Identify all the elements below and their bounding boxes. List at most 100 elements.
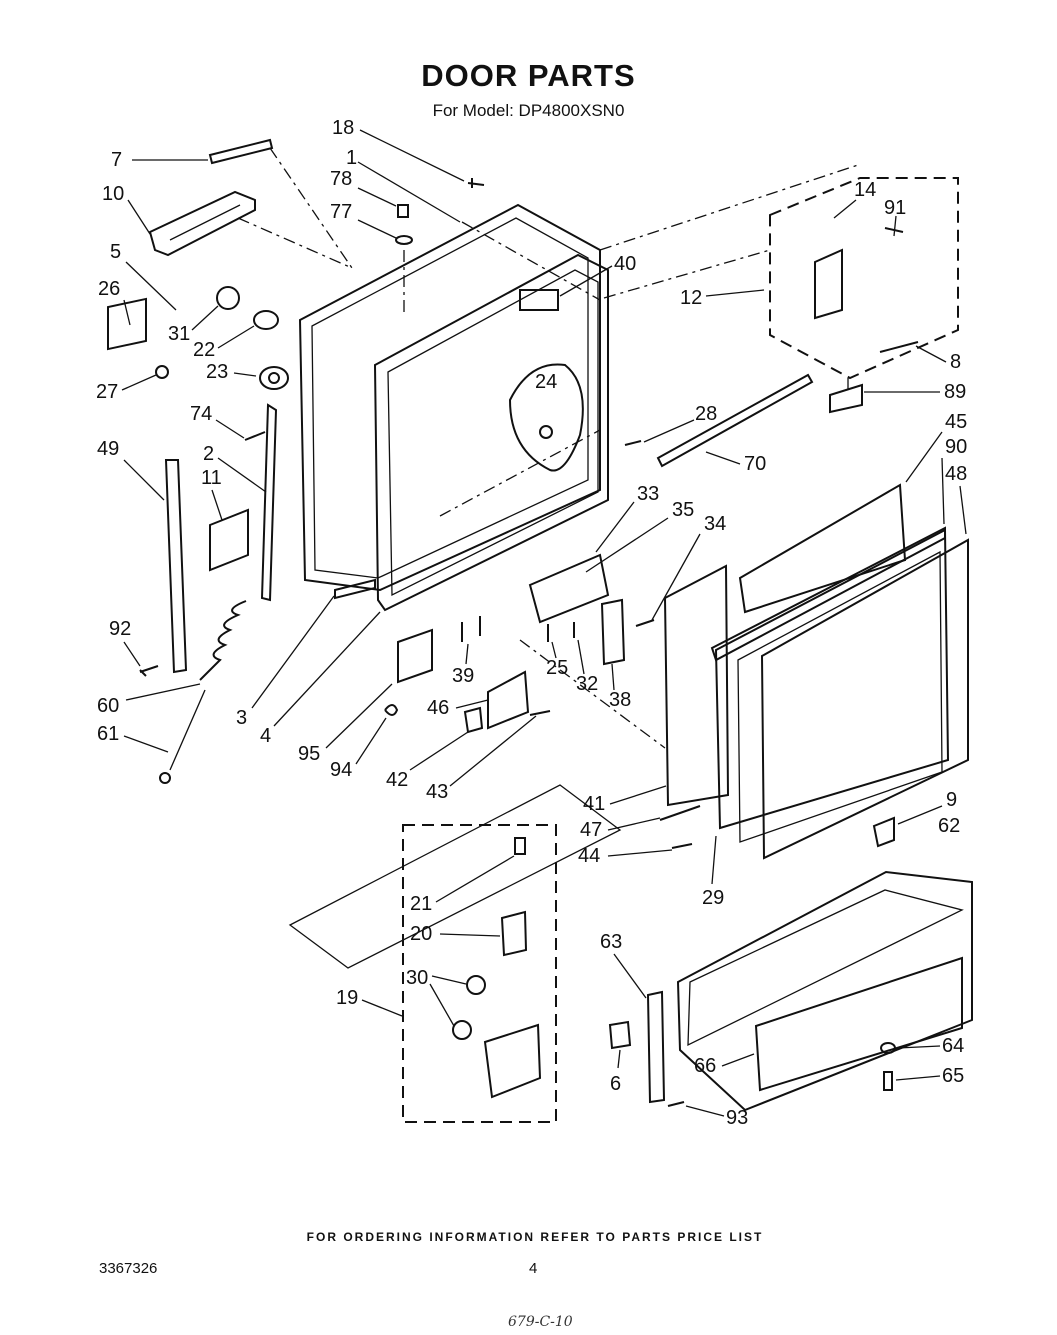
callout-20: 20 — [410, 923, 432, 945]
callout-14: 14 — [854, 179, 876, 201]
part-39-pins — [461, 616, 481, 642]
callout-28: 28 — [695, 403, 717, 425]
callout-40: 40 — [614, 253, 636, 275]
part-11-plate — [209, 508, 249, 572]
part-66-kickplate — [676, 870, 973, 1112]
callout-18: 18 — [332, 117, 354, 139]
part-26-bracket — [107, 297, 147, 351]
callout-64: 64 — [942, 1035, 964, 1057]
callout-7: 7 — [111, 149, 122, 171]
part-21-screw — [514, 837, 526, 855]
part-24-label — [508, 363, 584, 472]
part-19-hinge — [483, 1023, 542, 1099]
part-8-pin — [879, 341, 919, 353]
callout-23: 23 — [206, 361, 228, 383]
callout-60: 60 — [97, 695, 119, 717]
callout-12: 12 — [680, 287, 702, 309]
part-20-switch — [500, 910, 528, 957]
callout-94: 94 — [330, 759, 352, 781]
callout-10: 10 — [102, 183, 124, 205]
callout-5: 5 — [110, 241, 121, 263]
callout-78: 78 — [330, 168, 352, 190]
callout-25: 25 — [546, 657, 568, 679]
callout-4: 4 — [260, 725, 271, 747]
part-47 — [659, 805, 701, 821]
part-77-washer — [395, 235, 413, 245]
model-subtitle: For Model: DP4800XSN0 — [432, 101, 625, 120]
callout-74: 74 — [190, 403, 212, 425]
callout-89: 89 — [944, 381, 966, 403]
part-33-bracket — [528, 553, 610, 624]
door-parts-artwork — [107, 138, 973, 1123]
callout-21: 21 — [410, 893, 432, 915]
callout-39: 39 — [452, 665, 474, 687]
callout-27: 27 — [96, 381, 118, 403]
callout-2: 2 — [203, 443, 214, 465]
part-49-strip — [164, 459, 188, 674]
part-46-bracket — [487, 670, 530, 730]
projection-lines — [288, 784, 622, 969]
callout-32: 32 — [576, 673, 598, 695]
part-74-screw — [244, 431, 266, 441]
part-63-strip — [646, 990, 666, 1104]
callout-19: 19 — [336, 987, 358, 1009]
callout-6: 6 — [610, 1073, 621, 1095]
callout-11: 11 — [201, 467, 222, 489]
callout-9: 9 — [946, 789, 957, 811]
part-61-cable — [169, 689, 206, 771]
callout-66: 66 — [694, 1055, 716, 1077]
part-94 — [384, 704, 399, 716]
part-60-spring — [199, 600, 247, 681]
part-14-latch — [814, 248, 843, 320]
part-70-rail — [656, 373, 814, 468]
part-23-dial — [259, 366, 289, 390]
callout-93: 93 — [726, 1107, 748, 1129]
part-9-foot — [872, 816, 895, 848]
callout-70: 70 — [744, 453, 766, 475]
callout-22: 22 — [193, 339, 215, 361]
part-7-strip — [208, 138, 274, 165]
part-10-handle — [148, 190, 256, 257]
part-95 — [397, 628, 433, 684]
part-65-screw — [883, 1071, 893, 1091]
callout-45: 45 — [945, 411, 967, 433]
part-2-arm — [260, 403, 278, 602]
callout-92: 92 — [109, 618, 131, 640]
page-number: 4 — [529, 1260, 538, 1277]
part-12-dashed-box — [769, 177, 959, 380]
callout-44: 44 — [578, 845, 600, 867]
part-64-washer — [880, 1042, 896, 1054]
callout-61: 61 — [97, 723, 119, 745]
part-48-door-panel — [760, 538, 969, 860]
callout-30: 30 — [406, 967, 428, 989]
callout-3: 3 — [236, 707, 247, 729]
part-22-ring — [253, 310, 279, 330]
part-40 — [519, 289, 559, 311]
part-44-screw — [671, 843, 693, 849]
callout-26: 26 — [98, 278, 120, 300]
part-1-inner-liner — [373, 253, 609, 612]
part-27 — [155, 365, 169, 379]
part-30-bushing-b — [452, 1020, 472, 1040]
part-34-screw — [635, 619, 655, 627]
part-31-knob — [216, 286, 240, 310]
part-42 — [463, 706, 484, 734]
callouts: 18 1 78 77 7 10 5 26 31 22 23 27 74 49 2… — [96, 117, 967, 1129]
part-18-screw — [467, 178, 485, 188]
document-number: 3367326 — [99, 1260, 158, 1277]
callout-33: 33 — [637, 483, 659, 505]
callout-41: 41 — [583, 793, 605, 815]
part-78-screw — [397, 204, 409, 218]
part-29-inner-panel — [714, 528, 950, 830]
callout-49: 49 — [97, 438, 119, 460]
callout-91: 91 — [884, 197, 906, 219]
callout-95: 95 — [298, 743, 320, 765]
part-66-inner — [754, 956, 963, 1092]
callout-24: 24 — [535, 371, 557, 393]
part-45-panel — [738, 483, 907, 614]
callout-43: 43 — [426, 781, 448, 803]
part-38 — [600, 598, 626, 666]
callout-29: 29 — [702, 887, 724, 909]
page-title: DOOR PARTS — [421, 58, 636, 93]
